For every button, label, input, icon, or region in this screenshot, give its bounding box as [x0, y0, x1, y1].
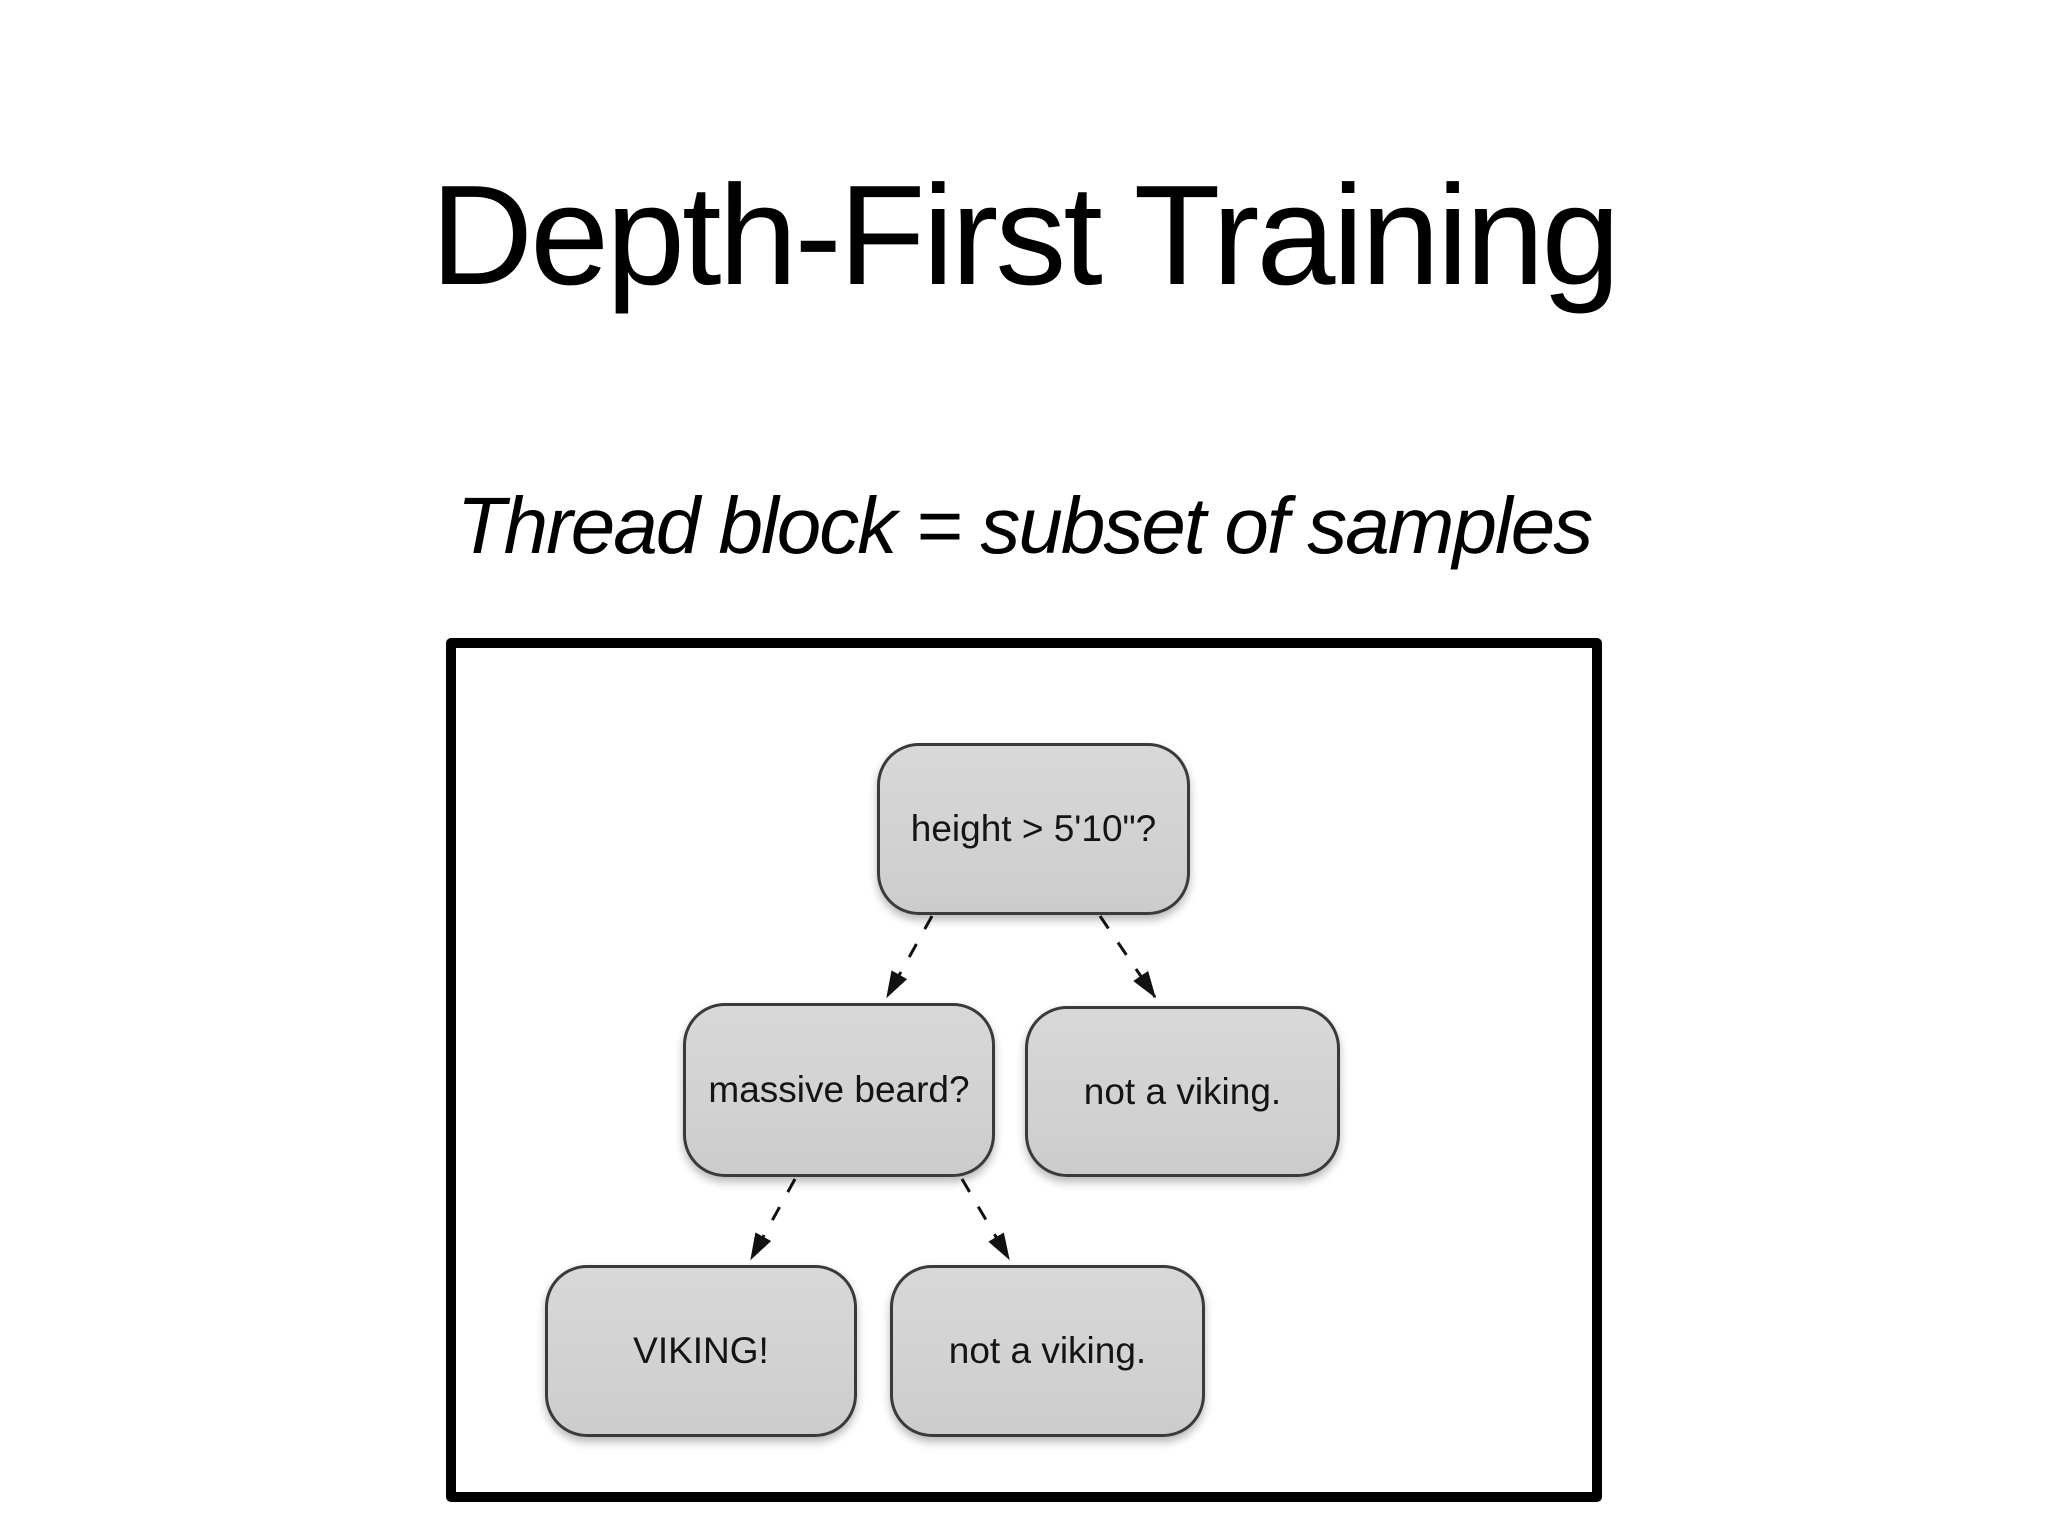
decision-tree-frame: height > 5'10"? massive beard? not a vik… [446, 638, 1602, 1502]
slide-subtitle: Thread block = subset of samples [456, 481, 1593, 570]
tree-node-mid-right: not a viking. [1025, 1006, 1340, 1177]
edge-root-to-mid-left [885, 915, 934, 999]
edge-mid-left-to-bottom-right [960, 1178, 1011, 1261]
tree-node-bottom-left: VIKING! [545, 1265, 857, 1437]
edge-mid-left-to-bottom-left [749, 1178, 797, 1261]
slide-title: Depth-First Training [430, 156, 1621, 315]
tree-node-mid-left: massive beard? [683, 1003, 995, 1177]
tree-node-root: height > 5'10"? [877, 743, 1190, 915]
edge-root-to-mid-right [1098, 915, 1157, 999]
tree-node-bottom-right: not a viking. [890, 1265, 1205, 1437]
